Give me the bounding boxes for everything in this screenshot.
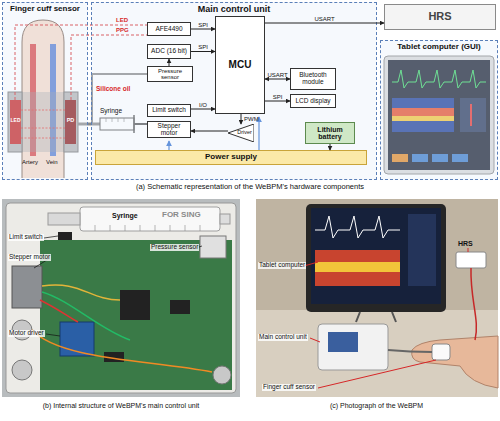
hrs-cable bbox=[471, 268, 476, 340]
part-label: LED bbox=[10, 118, 21, 123]
screen-spectrum-band bbox=[315, 262, 400, 272]
tablet-stand bbox=[356, 312, 396, 322]
pressure-sensor-photo bbox=[200, 236, 226, 258]
bus-label: USART bbox=[314, 16, 334, 22]
syringe-scale bbox=[95, 225, 200, 231]
photo-internal-structure bbox=[2, 199, 240, 397]
power-band: Power supply bbox=[95, 150, 367, 165]
part-label: Syringe bbox=[100, 108, 122, 115]
hrs-box: HRS bbox=[384, 4, 496, 30]
part-label: HRS bbox=[458, 240, 473, 247]
group-frame: Tablet computer (GUI) bbox=[380, 40, 498, 180]
connector bbox=[12, 360, 32, 380]
part-label: PD bbox=[65, 118, 76, 124]
pcb-board bbox=[40, 240, 232, 390]
syringe-photo bbox=[80, 207, 220, 231]
bus-label: SPI bbox=[198, 44, 208, 50]
node-label: Pressure sensor bbox=[148, 68, 192, 81]
screen-panel bbox=[408, 214, 436, 286]
node-label: AFE4490 bbox=[154, 26, 183, 33]
node-label: HRS bbox=[427, 11, 452, 23]
syringe-tip bbox=[220, 214, 230, 224]
subfigure-caption: (a) Schematic representation of the WeBP… bbox=[20, 183, 480, 191]
switch-box: Limit switch bbox=[147, 104, 191, 117]
cuff-cable bbox=[388, 350, 432, 352]
module-box: Bluetooth module bbox=[290, 68, 336, 90]
node-label: Driver bbox=[230, 130, 252, 136]
limit-switch-photo bbox=[58, 232, 72, 240]
wire bbox=[32, 330, 212, 372]
bus-label: USART bbox=[267, 72, 287, 78]
group-frame: Main control unitAFE4490ADC (16 bit) Pres… bbox=[91, 2, 377, 180]
battery-box: Lithium battery bbox=[305, 122, 355, 144]
printed-marking: FOR SING bbox=[162, 211, 201, 219]
finger-cuff-photo bbox=[432, 344, 450, 360]
bus-label: PWM bbox=[244, 116, 259, 122]
part-label: Motor driver bbox=[8, 330, 45, 337]
node-label: Bluetooth module bbox=[291, 72, 335, 86]
sensor-box: Pressure sensor bbox=[147, 66, 193, 82]
bus-label: SPI bbox=[273, 94, 283, 100]
part-label: Limit switch bbox=[8, 234, 44, 241]
part-label: Finger cuff sensor bbox=[262, 384, 316, 391]
wire bbox=[42, 292, 130, 340]
part-label: Artery bbox=[22, 159, 38, 165]
bus-label: SPI bbox=[198, 22, 208, 28]
mcu-box: MCU bbox=[215, 16, 265, 114]
tablet-photo-screen bbox=[311, 208, 441, 304]
signal-name: PPG bbox=[116, 27, 129, 33]
motor-box: Stepper motor bbox=[147, 121, 191, 138]
table-surface bbox=[256, 310, 498, 397]
chip bbox=[170, 300, 190, 314]
part-label: Main control unit bbox=[258, 334, 308, 341]
display-box: LCD display bbox=[290, 94, 336, 108]
wire bbox=[42, 285, 120, 300]
main-unit-photo bbox=[318, 324, 388, 370]
part-label: Pressure sensor bbox=[150, 244, 199, 251]
photo-system bbox=[256, 199, 498, 397]
screen-spectrum bbox=[315, 250, 400, 286]
part-label: Silicone oil bbox=[96, 86, 130, 93]
plunger-photo bbox=[48, 213, 80, 225]
subfigure-caption: (b) Internal structure of WeBPM's main c… bbox=[2, 402, 240, 409]
screen-waveform bbox=[315, 216, 400, 238]
node-label: LCD display bbox=[294, 98, 331, 105]
wire bbox=[40, 300, 78, 322]
stepper-motor-photo bbox=[12, 266, 42, 308]
group-heading: Tablet computer (GUI) bbox=[396, 41, 481, 51]
tablet-photo bbox=[306, 204, 446, 312]
driver-triangle: Driver bbox=[228, 124, 254, 142]
chip-box: AFE4490 bbox=[147, 22, 191, 36]
part-label: Tablet computer bbox=[258, 262, 306, 269]
driver-outline bbox=[228, 124, 254, 142]
leader-line bbox=[34, 236, 202, 336]
main-unit-lcd bbox=[328, 332, 358, 352]
group-heading: Finger cuff sensor bbox=[9, 3, 81, 13]
chip bbox=[120, 290, 150, 320]
group-frame: Finger cuff sensor bbox=[2, 2, 88, 180]
photo-background bbox=[256, 199, 498, 397]
connector bbox=[213, 366, 231, 384]
photo-background bbox=[2, 199, 240, 397]
hrs-photo bbox=[456, 252, 486, 268]
bus-label: I/O bbox=[199, 102, 207, 108]
part-label: Stepper motor bbox=[8, 254, 51, 261]
part-label: Syringe bbox=[112, 212, 138, 219]
node-label: Stepper motor bbox=[148, 123, 190, 137]
adc-box: ADC (16 bit) bbox=[147, 44, 191, 59]
leader-line bbox=[304, 248, 468, 388]
node-label: Lithium battery bbox=[306, 126, 354, 141]
enclosure bbox=[6, 203, 236, 393]
node-label: Limit switch bbox=[151, 107, 187, 114]
node-label: ADC (16 bit) bbox=[150, 48, 188, 55]
subfigure-caption: (c) Photograph of the WeBPM bbox=[255, 402, 498, 409]
group-heading: Main control unit bbox=[197, 3, 272, 14]
part-label: Vein bbox=[46, 159, 58, 165]
node-label: Power supply bbox=[204, 153, 258, 161]
node-label: MCU bbox=[228, 60, 253, 71]
signal-name: LED bbox=[116, 17, 128, 23]
hand bbox=[412, 336, 498, 388]
